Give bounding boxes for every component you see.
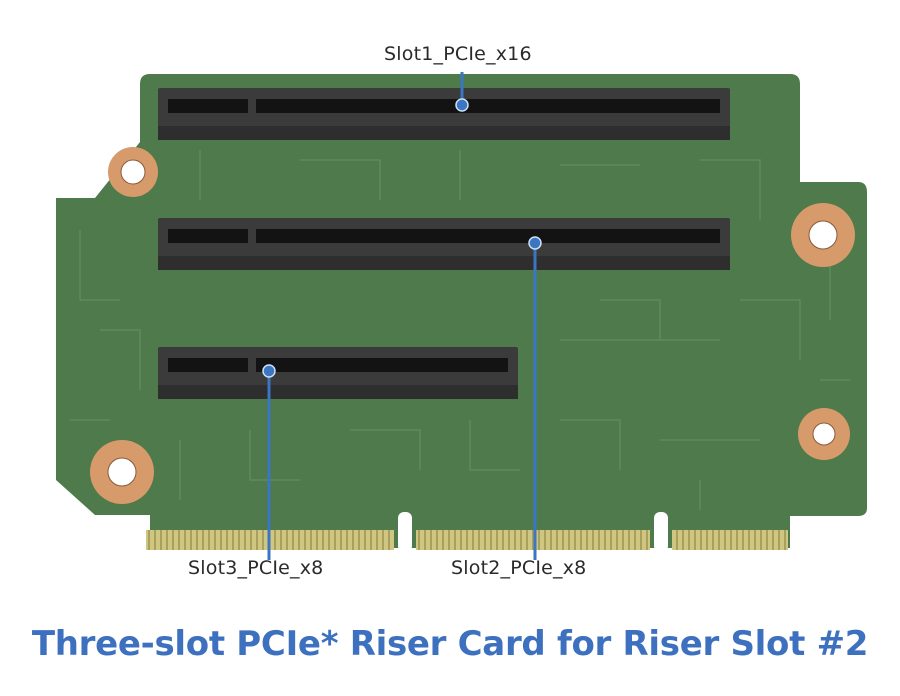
mounting-hole-top-left bbox=[108, 147, 158, 197]
slot1-callout-label: Slot1_PCIe_x16 bbox=[384, 43, 532, 65]
riser-card-illustration bbox=[56, 72, 867, 560]
edge-connector-gold-fingers bbox=[146, 530, 788, 550]
slot1-connector bbox=[158, 88, 730, 140]
callout-lines bbox=[262, 72, 542, 560]
diagram-title: Three-slot PCIe* Riser Card for Riser Sl… bbox=[31, 624, 869, 664]
mounting-hole-bottom-left bbox=[90, 440, 154, 504]
mounting-hole-right-upper bbox=[791, 203, 855, 267]
slot2-connector bbox=[158, 218, 730, 270]
pcb-board bbox=[56, 74, 867, 548]
slot3-connector bbox=[158, 347, 518, 399]
slot3-callout-label: Slot3_PCIe_x8 bbox=[188, 557, 324, 579]
slot2-callout-label: Slot2_PCIe_x8 bbox=[451, 557, 587, 579]
mounting-hole-right-lower bbox=[798, 408, 850, 460]
pcb-traces bbox=[70, 150, 850, 510]
edge-notches bbox=[398, 512, 668, 552]
